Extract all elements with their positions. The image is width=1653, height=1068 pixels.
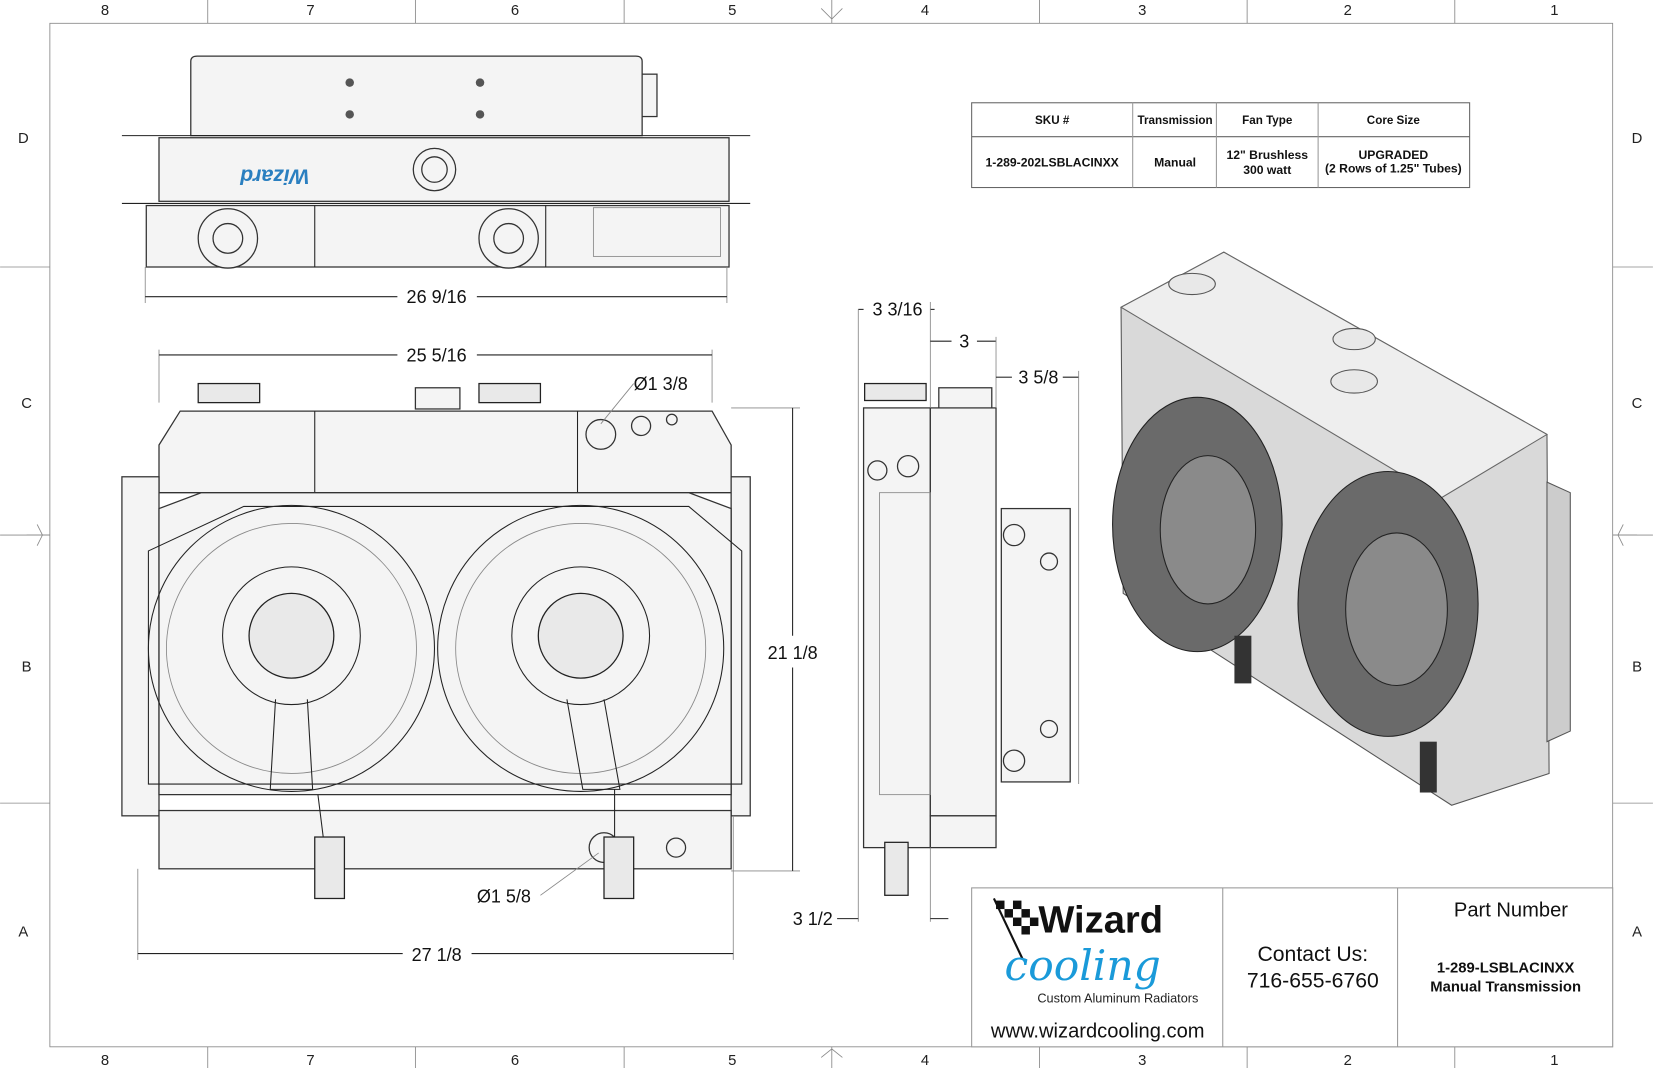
- zone-4: 4: [921, 1053, 929, 1068]
- dim-outlet-diameter: Ø1 5/8: [477, 887, 531, 907]
- zone-A: A: [1632, 925, 1642, 941]
- title-block: Wizard cooling Custom Aluminum Radiators…: [971, 887, 1614, 1048]
- zone-3: 3: [1138, 3, 1146, 19]
- dim-side-bottom: 3 1/2: [793, 909, 833, 929]
- front-view: [121, 382, 751, 900]
- dimension-top-width: 26 9/16: [144, 267, 728, 307]
- front-dimensions: 25 5/16 27 1/8 21 1/8 Ø1 3/8 Ø1 5/8: [137, 345, 818, 965]
- zone-6: 6: [511, 3, 519, 19]
- logo-wizard: Wizard: [1038, 898, 1163, 941]
- zone-3: 3: [1138, 1053, 1146, 1068]
- zone-6: 6: [511, 1053, 519, 1068]
- tank-logo-engraving: Wizard: [239, 165, 309, 188]
- table-header-sku: SKU #: [1035, 114, 1070, 127]
- zone-D: D: [18, 131, 29, 147]
- part-number-label: Part Number: [1454, 899, 1568, 921]
- zone-2: 2: [1344, 1053, 1352, 1068]
- zone-C: C: [21, 396, 32, 412]
- wizard-cooling-logo: Wizard cooling Custom Aluminum Radiators: [992, 898, 1198, 1005]
- table-cell-fan-type: 12" Brushless: [1226, 148, 1308, 162]
- website-link[interactable]: www.wizardcooling.com: [990, 1020, 1205, 1042]
- table-header-fan-type: Fan Type: [1242, 114, 1293, 127]
- side-view: [862, 382, 1071, 896]
- fan-left: [147, 504, 436, 792]
- contact-phone: 716-655-6760: [1247, 969, 1379, 992]
- zone-row-labels: D C B A D C B A: [18, 131, 1643, 941]
- table-cell-sku: 1-289-202LSBLACINXX: [986, 155, 1120, 169]
- zone-5: 5: [728, 1053, 736, 1068]
- zone-B: B: [1632, 660, 1642, 676]
- table-header-transmission: Transmission: [1138, 114, 1213, 127]
- table-cell-core-size: UPGRADED: [1359, 148, 1429, 162]
- part-description: Manual Transmission: [1430, 980, 1581, 996]
- table-cell-core-detail: (2 Rows of 1.25" Tubes): [1325, 162, 1462, 176]
- logo-tagline: Custom Aluminum Radiators: [1037, 990, 1198, 1005]
- dim-front-width-bottom: 27 1/8: [412, 945, 462, 965]
- zone-4: 4: [921, 3, 929, 19]
- dim-side-overall: 3 3/16: [872, 300, 922, 320]
- zone-C: C: [1632, 396, 1643, 412]
- checkered-flag-icon: [992, 898, 1039, 960]
- dim-top-width: 26 9/16: [407, 287, 467, 307]
- zone-D: D: [1632, 131, 1643, 147]
- side-dimensions: 3 3/16 3 3 5/8 3 1/2: [793, 300, 1080, 929]
- zone-column-labels-bottom: 8 7 6 5 4 3 2 1: [101, 1053, 1559, 1068]
- zone-1: 1: [1550, 1053, 1558, 1068]
- zone-7: 7: [306, 1053, 314, 1068]
- dim-front-width-top: 25 5/16: [407, 345, 467, 365]
- logo-cooling: cooling: [1005, 941, 1161, 990]
- contact-label: Contact Us:: [1257, 943, 1368, 966]
- zone-7: 7: [306, 3, 314, 19]
- zone-8: 8: [101, 1053, 109, 1068]
- table-header-core-size: Core Size: [1367, 114, 1421, 127]
- isometric-view: [1112, 251, 1571, 806]
- dim-inlet-diameter: Ø1 3/8: [634, 374, 688, 394]
- top-view: Wizard: [121, 55, 751, 269]
- dim-front-height: 21 1/8: [768, 643, 818, 663]
- fan-right: [437, 504, 725, 792]
- dim-side-fan: 3 5/8: [1018, 368, 1058, 388]
- zone-8: 8: [101, 3, 109, 19]
- zone-A: A: [18, 925, 28, 941]
- zone-B: B: [22, 660, 32, 676]
- zone-5: 5: [728, 3, 736, 19]
- zone-1: 1: [1550, 3, 1558, 19]
- part-number-value: 1-289-LSBLACINXX: [1437, 961, 1575, 977]
- zone-column-labels-top: 8 7 6 5 4 3 2 1: [101, 3, 1559, 19]
- table-cell-fan-watt: 300 watt: [1243, 163, 1291, 177]
- spec-table: SKU # Transmission Fan Type Core Size 1-…: [971, 102, 1471, 189]
- dim-side-core: 3: [959, 332, 969, 352]
- table-cell-transmission: Manual: [1154, 155, 1196, 169]
- zone-2: 2: [1344, 3, 1352, 19]
